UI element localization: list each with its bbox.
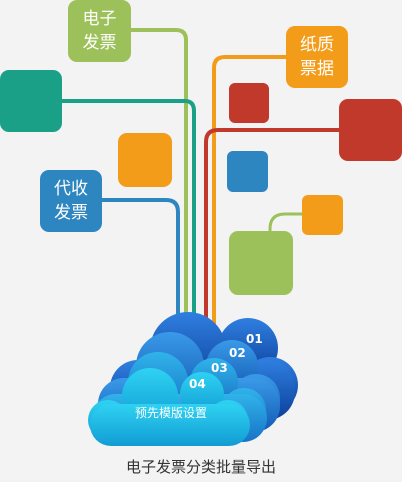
teal-block [0,70,62,132]
e-invoice-tile: 电子 发票 [68,0,131,62]
orange-small-right-block [302,195,343,235]
paper-invoice-tile: 纸质 票据 [286,26,348,88]
e-invoice-label: 电子 发票 [82,9,117,53]
proxy-invoice-label: 代收 发票 [54,179,88,223]
cloud-number-03: 03 [211,361,228,375]
red-small-block [229,83,269,123]
connector-green-right [268,212,303,240]
paper-invoice-label: 纸质 票据 [300,35,334,79]
connector-red [204,128,340,330]
blue-small-block [227,151,268,192]
diagram-caption: 电子发票分类批量导出 [125,458,276,476]
connector-proxy [100,198,180,330]
orange-block-left [118,133,172,187]
cloud-layer-04 [88,368,250,446]
red-large-block [339,99,402,161]
connector-paper [212,55,287,330]
green-large-block [229,231,293,295]
cloud-number-04: 04 [189,377,206,391]
cloud-number-01: 01 [246,332,263,346]
cloud-number-02: 02 [229,346,246,360]
connector-e-invoice [130,28,188,330]
connector-teal [60,99,196,330]
proxy-invoice-tile: 代收 发票 [40,170,102,232]
cloud-label: 预先模版设置 [134,406,207,420]
